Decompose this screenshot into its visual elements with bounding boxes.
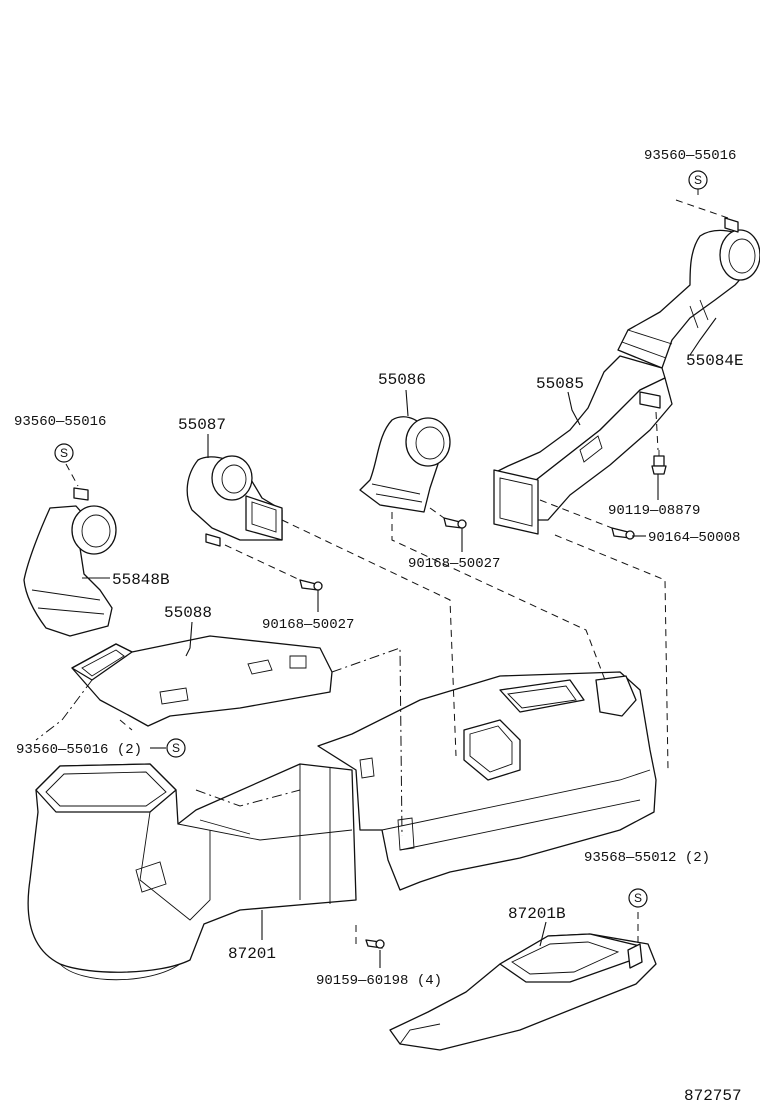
screw-90168-50027-mid <box>443 517 467 529</box>
screw-90119-08879 <box>651 450 667 475</box>
part-55086-duct <box>359 416 451 513</box>
s-symbol-left: S <box>54 443 74 463</box>
label-90159-60198-4: 90159—60198 (4) <box>316 973 442 989</box>
s-symbol-87201b: S <box>628 888 648 908</box>
label-90119-08879: 90119—08879 <box>608 503 700 519</box>
diagram-number: 872757 <box>684 1087 742 1105</box>
label-55087: 55087 <box>178 416 226 434</box>
s-symbol-top: S <box>688 170 708 190</box>
svg-text:S: S <box>634 891 642 905</box>
label-87201: 87201 <box>228 945 276 963</box>
screw-90159-60198 <box>365 939 385 949</box>
part-87201b-duct <box>389 933 657 1051</box>
label-90164-50008: 90164—50008 <box>648 530 740 546</box>
label-93560-55016-top: 93560—55016 <box>644 148 736 164</box>
label-55088: 55088 <box>164 604 212 622</box>
label-55848b: 55848B <box>112 571 170 589</box>
svg-text:S: S <box>60 446 68 460</box>
label-55085: 55085 <box>536 375 584 393</box>
part-55088-duct <box>71 635 333 727</box>
svg-text:S: S <box>172 741 180 755</box>
label-55086: 55086 <box>378 371 426 389</box>
label-93560-55016-2: 93560—55016 (2) <box>16 742 142 758</box>
screw-90168-50027-left <box>299 579 323 591</box>
part-55848b-duct <box>23 487 117 637</box>
part-heater-body <box>317 671 657 891</box>
leader-lines <box>82 317 717 968</box>
label-87201b: 87201B <box>508 905 566 923</box>
part-55085-duct <box>493 355 673 535</box>
part-87201-unit <box>27 763 357 981</box>
label-90168-50027-left: 90168—50027 <box>262 617 354 633</box>
part-55084e-duct <box>617 217 760 369</box>
s-symbol-55088: S <box>166 738 186 758</box>
label-55084e: 55084E <box>686 352 744 370</box>
label-93568-55012-2: 93568—55012 (2) <box>584 850 710 866</box>
screw-90164-50008 <box>611 527 635 540</box>
reference-lines <box>35 188 729 948</box>
label-93560-55016-left: 93560—55016 <box>14 414 106 430</box>
svg-text:S: S <box>694 173 702 187</box>
part-55087-duct <box>186 455 283 547</box>
label-90168-50027-mid: 90168—50027 <box>408 556 500 572</box>
